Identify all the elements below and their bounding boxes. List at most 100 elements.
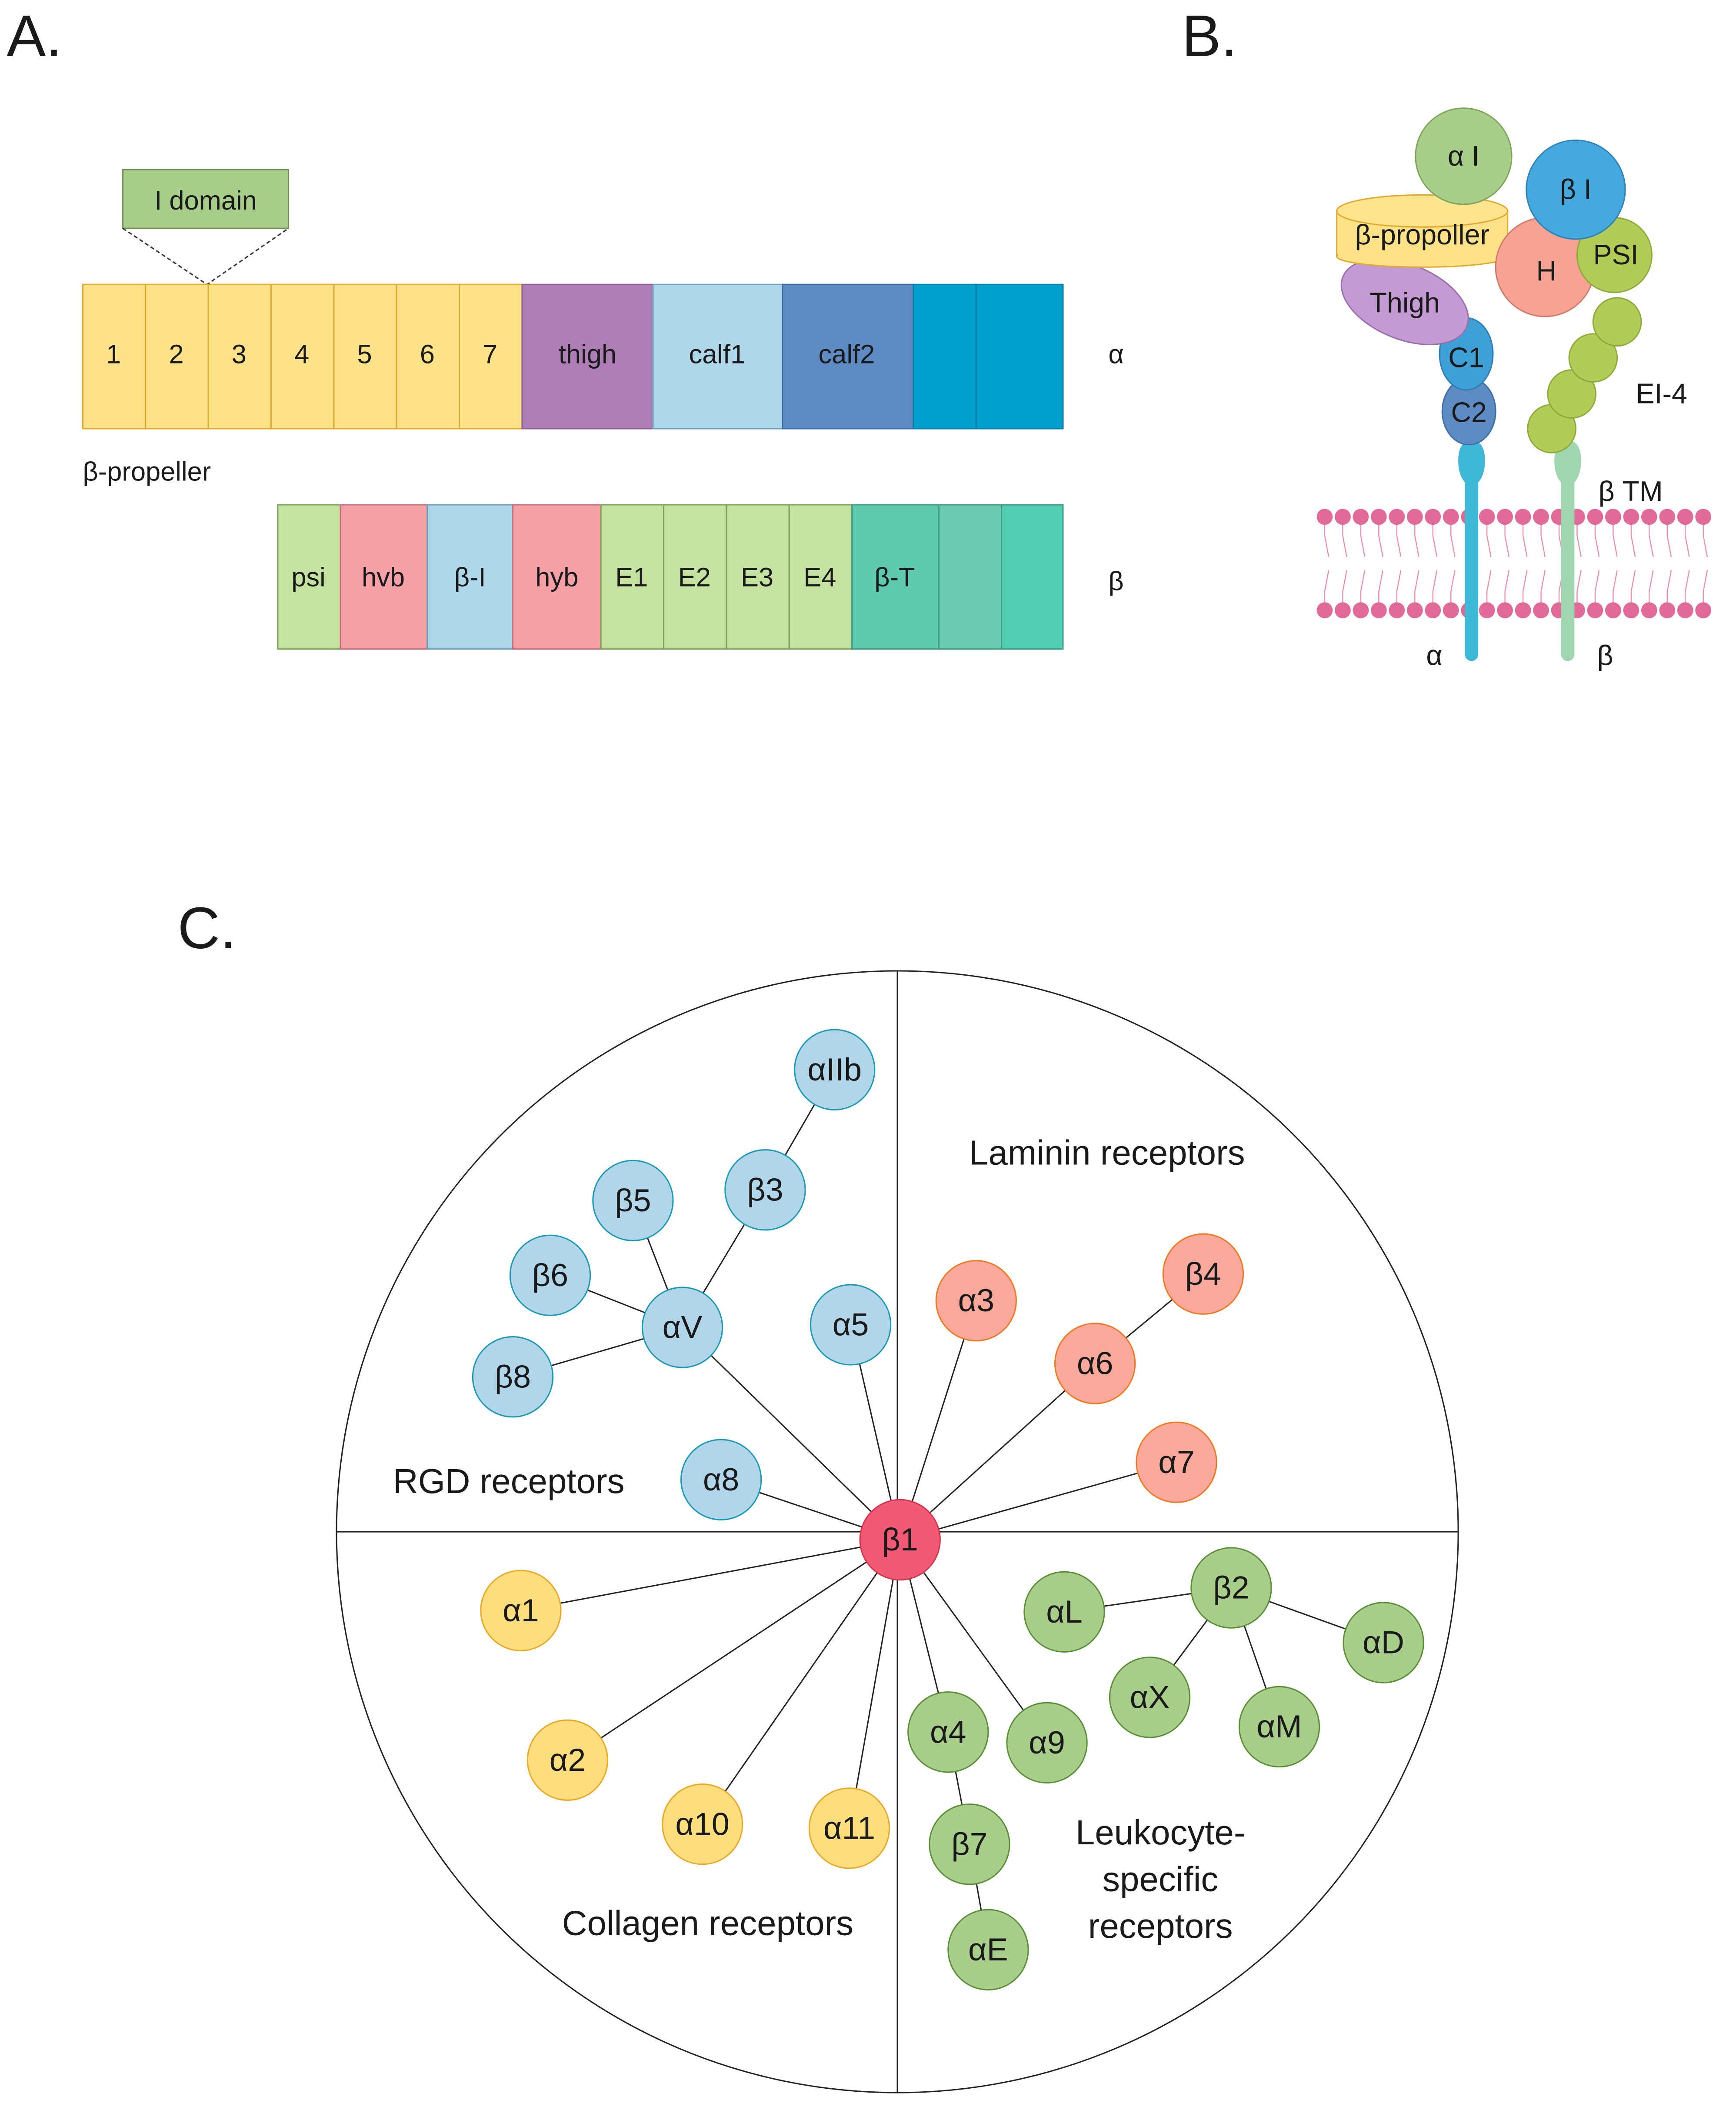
lipid-head: [1677, 602, 1693, 619]
category-labels: RGD receptors Laminin receptors Collagen…: [393, 1133, 1245, 1945]
label-b1-center: β1: [882, 1521, 918, 1557]
lipid-head: [1406, 509, 1423, 525]
lipid-bilayer: [1316, 509, 1712, 619]
beta-i-domain: [1526, 139, 1626, 240]
alpha-seg-1-label: 1: [106, 339, 121, 369]
edge-b1-a10: [702, 1539, 901, 1825]
lipid-head: [1425, 602, 1441, 619]
category-leukocyte-line2: specific: [1103, 1860, 1218, 1898]
alpha-tm-stalk: [1465, 460, 1479, 661]
lipid-head: [1533, 602, 1549, 619]
edge-b1-a9: [899, 1539, 1048, 1743]
beta-seg-beta-i: [427, 504, 514, 650]
edge-b1-a1: [520, 1539, 900, 1611]
label-a6: α6: [1077, 1345, 1113, 1381]
beta-seg-e2: [663, 504, 727, 650]
label-a10: α10: [675, 1806, 730, 1842]
node-aV: [641, 1287, 723, 1368]
alpha-seg-1: [82, 283, 147, 430]
alpha-seg-5-label: 5: [357, 339, 372, 369]
alpha-seg-3-label: 3: [232, 339, 247, 369]
label-a4: α4: [930, 1713, 966, 1750]
alpha-chain-bar: 1 2 3 4 5 6 7 thigh calf1 calf2: [82, 283, 1064, 430]
alpha-seg-2-label: 2: [169, 339, 183, 369]
edge-b1-a2: [567, 1539, 901, 1761]
alpha-seg-4: [270, 283, 335, 430]
lipid-head: [1497, 509, 1513, 525]
beta-chain-label: β: [1108, 567, 1123, 597]
psi-label: PSI: [1593, 239, 1639, 270]
lipid-head: [1479, 509, 1495, 525]
beta-chain-bar: psi hvb β-I hyb E1 E2 E3 E4 β-T: [277, 504, 1064, 650]
beta-seg-e3: [726, 504, 790, 650]
label-a3: α3: [958, 1282, 994, 1318]
alpha-i-domain: [1415, 107, 1513, 205]
beta-subunit-label: β: [1597, 640, 1613, 671]
lipid-head: [1353, 602, 1369, 619]
node-b3: [724, 1149, 806, 1231]
node-b7: [929, 1803, 1010, 1885]
node-b6: [509, 1234, 591, 1316]
category-collagen: Collagen receptors: [562, 1904, 853, 1943]
node-a4: [907, 1691, 989, 1773]
calf2-3d-label: C2: [1451, 397, 1486, 428]
category-rgd: RGD receptors: [393, 1462, 624, 1500]
alpha-subunit-label: α: [1426, 640, 1442, 671]
egf-bead-3: [1568, 333, 1618, 383]
alpha-i-label: α I: [1448, 140, 1479, 172]
lipid-head: [1605, 509, 1621, 525]
beta-seg-tail-2: [1001, 504, 1064, 650]
label-b3: β3: [747, 1171, 783, 1207]
lipid-head: [1425, 509, 1441, 525]
node-aD: [1343, 1602, 1424, 1683]
node-b8: [472, 1336, 554, 1418]
panel-b-label: B.: [1182, 3, 1237, 69]
beta-seg-psi: [277, 504, 341, 650]
lipid-head: [1479, 602, 1495, 619]
label-a11: α11: [823, 1810, 875, 1846]
beta-transmembrane: [1554, 440, 1581, 661]
lipid-head: [1370, 509, 1387, 525]
alpha-seg-tail-2: [975, 283, 1064, 430]
node-a10: [661, 1783, 743, 1865]
label-a9: α9: [1029, 1724, 1065, 1760]
lipid-head: [1370, 602, 1387, 619]
lipid-head: [1641, 602, 1657, 619]
beta-tm-stalk: [1561, 460, 1575, 661]
lipid-head: [1695, 602, 1712, 619]
i-domain-label: I domain: [154, 186, 257, 216]
category-leukocyte-line3: receptors: [1088, 1907, 1233, 1945]
alpha-seg-2: [145, 283, 209, 430]
propeller-cylinder: [1336, 194, 1509, 268]
edge-b1-a11: [848, 1540, 901, 1829]
label-a1: α1: [503, 1592, 539, 1628]
beta-seg-hvb-label: hvb: [362, 562, 405, 592]
node-b2: [1190, 1547, 1272, 1629]
alpha-seg-6: [396, 283, 460, 430]
beta-seg-tail-1: [938, 504, 1003, 650]
lipid-head: [1659, 509, 1676, 525]
edge-b1-aV: [682, 1327, 901, 1540]
lipid-head: [1659, 602, 1676, 619]
lipid-head: [1587, 602, 1603, 619]
alpha-seg-calf1: [652, 283, 783, 430]
alpha-tm-bulb: [1458, 440, 1485, 488]
beta-seg-hyb-label: hyb: [535, 562, 578, 592]
beta-seg-beta-t: [851, 504, 940, 650]
thigh-3d-label: Thigh: [1370, 287, 1440, 319]
egf-bead-4: [1592, 297, 1642, 347]
calf1-3d-label: C1: [1448, 342, 1484, 373]
label-b6: β6: [532, 1257, 568, 1293]
lipid-head: [1623, 509, 1639, 525]
node-a9: [1006, 1702, 1088, 1784]
alpha-seg-thigh-label: thigh: [559, 339, 616, 369]
lipid-head: [1443, 509, 1459, 525]
beta-i-label: β I: [1560, 174, 1592, 205]
panel-a-label: A.: [7, 3, 62, 69]
node-a1: [480, 1570, 562, 1651]
node-a3: [935, 1260, 1017, 1342]
node-a7: [1136, 1421, 1217, 1503]
network-nodes: [472, 1029, 1424, 1991]
node-a2: [526, 1719, 609, 1801]
